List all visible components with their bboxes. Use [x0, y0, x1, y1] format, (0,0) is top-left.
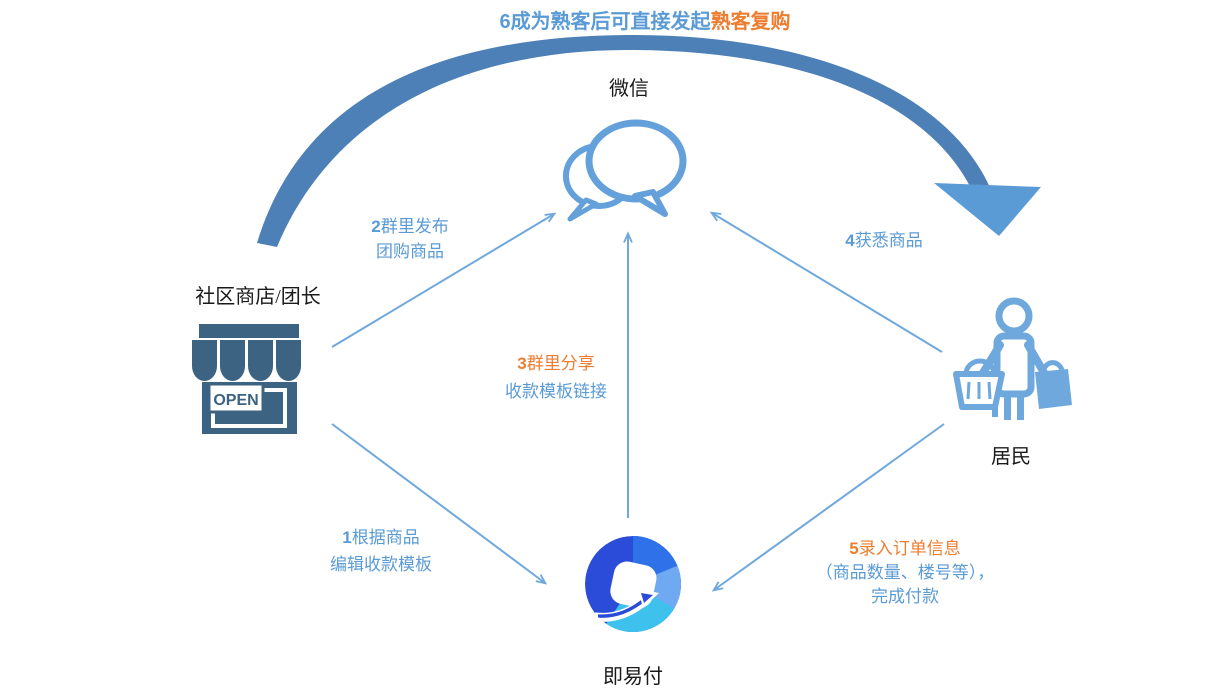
repurchase-arc-arrow	[257, 34, 1041, 247]
step3-number: 3	[517, 354, 527, 373]
step4-line1: 获悉商品	[854, 231, 923, 250]
step1-label: 1根据商品 编辑收款模板	[330, 524, 432, 578]
chat-bubbles-icon	[563, 119, 687, 222]
payment-swirl-logo-icon	[585, 536, 681, 632]
arrow-store-to-wechat	[331, 212, 557, 348]
step6-label: 6成为熟客后可直接发起熟客复购	[499, 5, 790, 34]
store-node-label: 社区商店/团长	[195, 286, 321, 308]
step4-number: 4	[845, 231, 855, 250]
open-sign-text: OPEN	[213, 392, 258, 409]
step2-label: 2群里发布 团购商品	[371, 214, 448, 264]
step2-line1: 群里发布	[380, 217, 449, 236]
step4-label: 4获悉商品	[845, 228, 922, 253]
wechat-node-label: 微信	[609, 78, 649, 100]
shopper-basket-icon	[953, 297, 1072, 420]
arrow-store-to-payment	[331, 423, 548, 585]
step5-line1: 录入订单信息	[858, 539, 961, 558]
step1-line2: 编辑收款模板	[330, 555, 432, 574]
resident-node-label: 居民	[991, 446, 1031, 468]
arrow-resident-to-wechat	[709, 211, 943, 353]
arc-arrowhead	[934, 183, 1041, 236]
payment-node-label: 即易付	[603, 666, 663, 688]
step5-number: 5	[849, 539, 859, 558]
step2-line2: 团购商品	[376, 242, 444, 261]
step3-line1: 群里分享	[526, 354, 595, 373]
step3-line2: 收款模板链接	[505, 382, 607, 401]
arrow-resident-to-payment	[711, 423, 945, 592]
step6-blue-text: 成为熟客后可直接发起	[510, 11, 711, 33]
step1-number: 1	[342, 528, 352, 547]
step6-number: 6	[499, 11, 511, 33]
step2-number: 2	[371, 217, 381, 236]
step5-label: 5录入订单信息 （商品数量、楼号等）， 完成付款	[816, 537, 995, 609]
step6-orange-text: 熟客复购	[710, 11, 791, 33]
step5-line3: 完成付款	[871, 587, 939, 606]
step3-label: 3群里分享 收款模板链接	[505, 350, 607, 406]
step5-line2: （商品数量、楼号等），	[815, 563, 995, 582]
storefront-icon: OPEN	[192, 324, 301, 434]
step1-line1: 根据商品	[351, 528, 420, 547]
